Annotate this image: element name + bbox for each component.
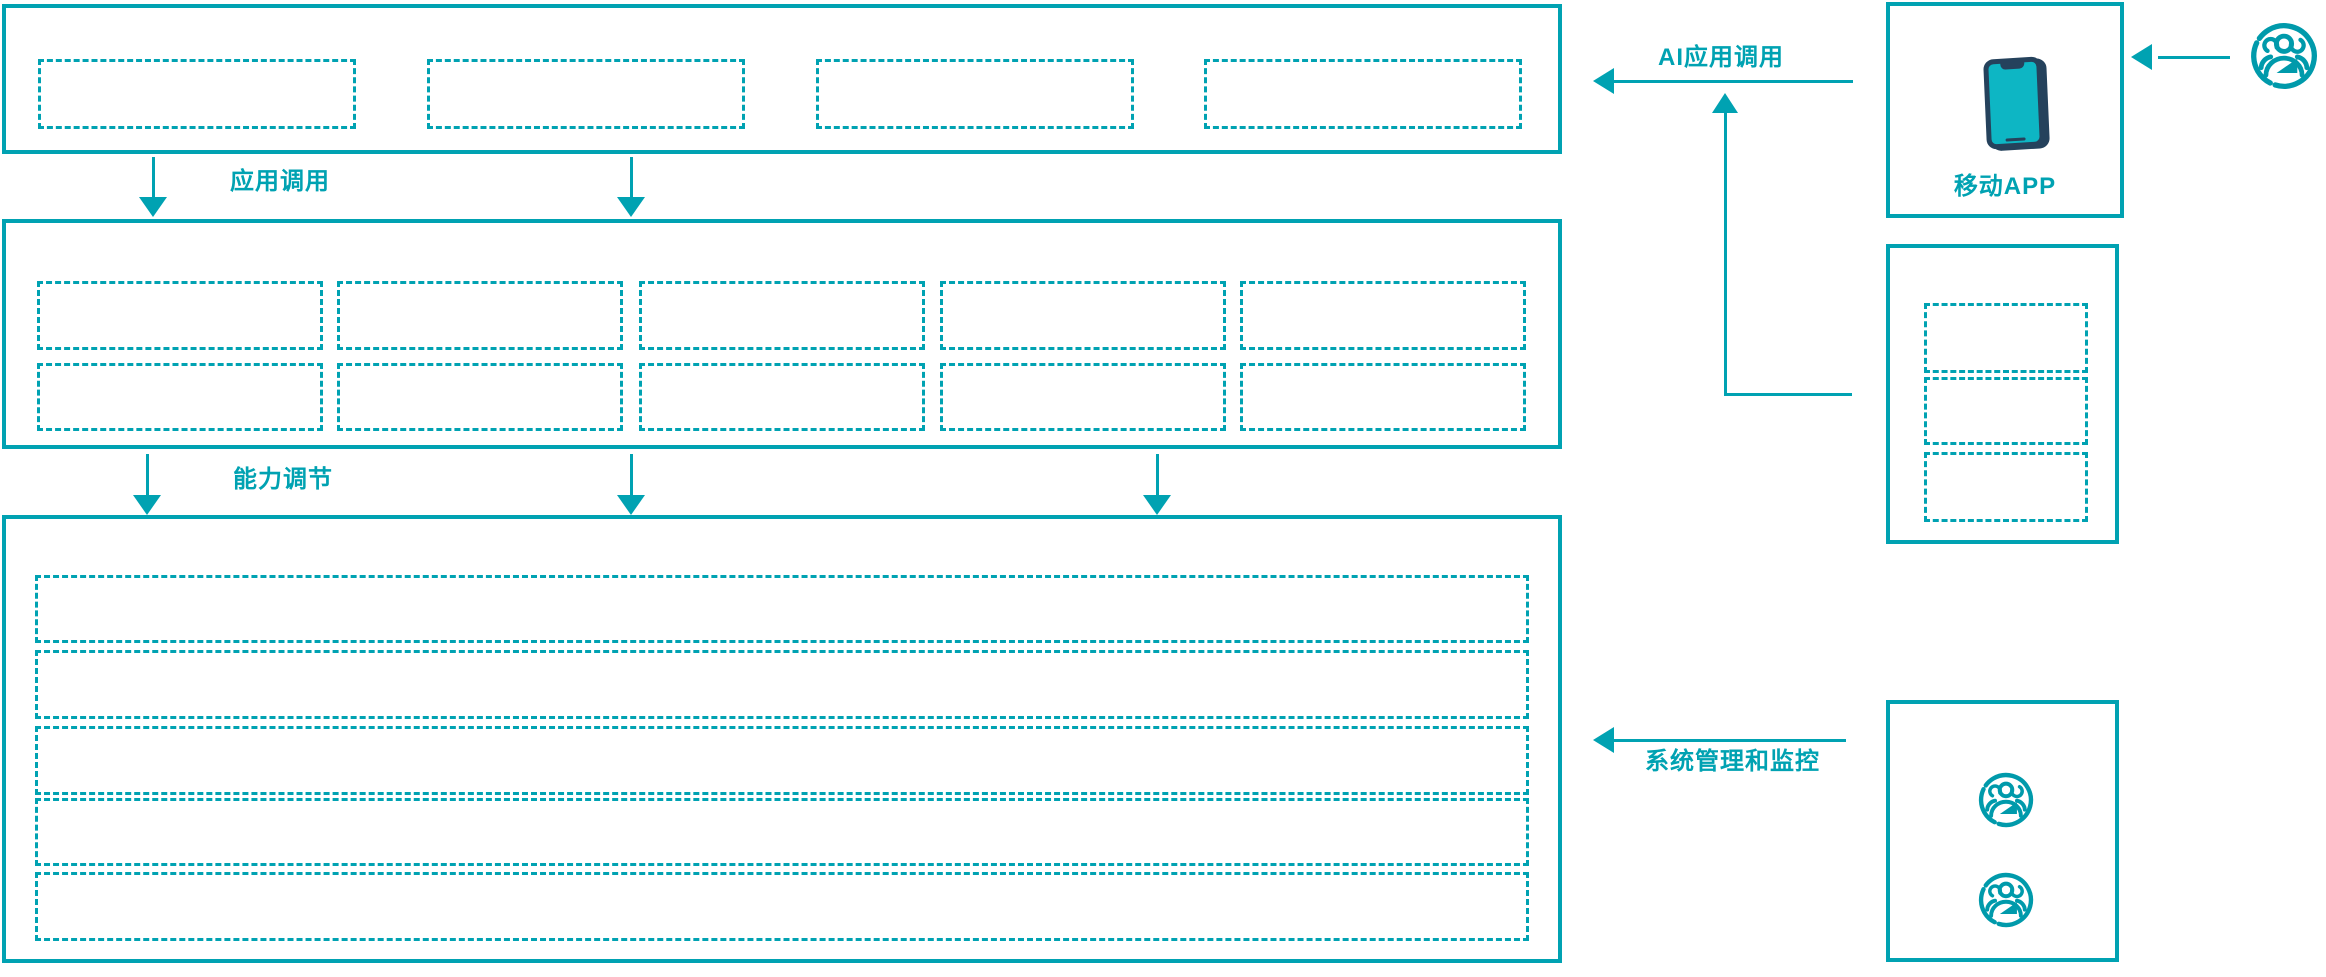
placeholder-box: [337, 281, 623, 350]
placeholder-box: [1204, 59, 1522, 129]
down-arrow-shaft: [630, 454, 633, 497]
connector-line: [1613, 739, 1846, 742]
up-arrow-head: [1712, 93, 1738, 113]
layer-box-bottom: [2, 515, 1562, 963]
label-system-monitor: 系统管理和监控: [1645, 748, 1820, 775]
label-mobile-app: 移动APP: [1953, 173, 2057, 200]
down-arrow-head: [139, 197, 167, 217]
placeholder-row: [35, 575, 1529, 643]
connector-line: [2158, 56, 2230, 59]
placeholder-box: [940, 281, 1226, 350]
users-group-icon: [1978, 772, 2034, 828]
layer-box-top: [2, 4, 1562, 154]
placeholder-box: [427, 59, 745, 129]
left-arrow-head: [2131, 44, 2152, 70]
left-arrow-head: [1593, 68, 1614, 94]
label-app-call: 应用调用: [230, 168, 330, 195]
placeholder-box: [639, 281, 925, 350]
placeholder-box: [37, 363, 323, 431]
left-arrow-head: [1593, 727, 1614, 753]
down-arrow-head: [617, 495, 645, 515]
users-group-icon: [2251, 23, 2317, 89]
mobile-phone-icon: [1983, 56, 2045, 150]
placeholder-box: [1924, 303, 2088, 373]
label-capability-tuning: 能力调节: [233, 466, 333, 493]
down-arrow-shaft: [630, 157, 633, 199]
placeholder-row: [35, 798, 1529, 866]
placeholder-row: [35, 872, 1529, 941]
placeholder-box: [38, 59, 356, 129]
placeholder-box: [1924, 377, 2088, 445]
placeholder-box: [1924, 452, 2088, 522]
connector-line: [1613, 80, 1853, 83]
placeholder-box: [816, 59, 1134, 129]
down-arrow-head: [133, 495, 161, 515]
down-arrow-shaft: [152, 157, 155, 199]
placeholder-box: [940, 363, 1226, 431]
connector-line: [1724, 112, 1727, 394]
down-arrow-head: [1143, 495, 1171, 515]
placeholder-row: [35, 650, 1529, 719]
users-group-icon: [1978, 872, 2034, 928]
admin-panel-box: [1886, 700, 2119, 962]
placeholder-row: [35, 726, 1529, 795]
down-arrow-shaft: [146, 454, 149, 497]
label-ai-app-call: AI应用调用: [1658, 44, 1784, 71]
phone-homebar: [2005, 137, 2026, 142]
placeholder-box: [37, 281, 323, 350]
access-panel-box: [1886, 244, 2119, 544]
placeholder-box: [1240, 363, 1526, 431]
phone-notch: [2000, 61, 2025, 70]
placeholder-box: [1240, 281, 1526, 350]
connector-line: [1724, 393, 1852, 396]
placeholder-box: [639, 363, 925, 431]
layer-box-middle: [2, 219, 1562, 449]
down-arrow-head: [617, 197, 645, 217]
down-arrow-shaft: [1156, 454, 1159, 497]
placeholder-box: [337, 363, 623, 431]
mobile-app-box: 移动APP: [1886, 2, 2124, 218]
